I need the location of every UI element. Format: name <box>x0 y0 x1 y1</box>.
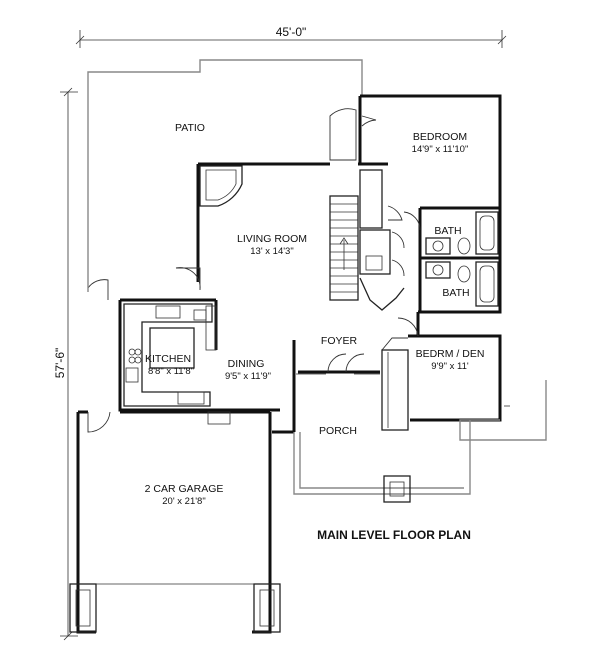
bedroom-walls <box>358 94 502 314</box>
room-label-den: BEDRM / DEN <box>416 348 485 360</box>
dining-foyer-walls <box>272 340 380 434</box>
room-label-kitchen: KITCHEN <box>145 353 191 365</box>
room-size-den: 9'9" x 11' <box>431 361 469 372</box>
room-label-bath-upper: BATH <box>434 225 461 237</box>
room-label-bedroom: BEDROOM <box>413 131 467 143</box>
patio-outline <box>87 59 363 252</box>
room-size-garage: 20' x 21'8" <box>162 496 205 507</box>
room-label-living: LIVING ROOM <box>237 233 307 245</box>
room-label-dining: DINING <box>228 358 265 370</box>
staircase <box>329 195 359 301</box>
depth-dimension-line <box>60 87 78 641</box>
room-label-bath-lower: BATH <box>442 287 469 299</box>
kitchen-counters <box>123 303 217 407</box>
room-size-dining: 9'5" x 11'9" <box>225 371 271 382</box>
den-closet <box>381 349 409 431</box>
patio-door-swing <box>329 108 357 161</box>
fireplace <box>199 165 243 207</box>
room-label-foyer: FOYER <box>321 335 358 347</box>
kitchen-side-door <box>87 279 109 300</box>
porch-column <box>383 475 411 503</box>
garage-step <box>207 411 231 425</box>
bath-fixtures <box>403 211 499 307</box>
room-size-bedroom: 14'9" x 11'10" <box>412 144 469 155</box>
plan-title: MAIN LEVEL FLOOR PLAN <box>317 528 471 542</box>
hall-closets <box>359 169 405 311</box>
side-yard-outline <box>459 380 547 441</box>
room-size-kitchen: 8'8" x 11'8" <box>148 366 194 377</box>
width-dimension-label: 45'-0" <box>276 25 307 39</box>
garage-house-door <box>87 411 111 433</box>
den-walls <box>408 312 502 422</box>
garage-walls <box>76 410 272 634</box>
bath-walls <box>418 206 500 312</box>
width-dimension-line <box>75 30 507 48</box>
room-label-garage: 2 CAR GARAGE <box>145 483 224 495</box>
room-label-porch: PORCH <box>319 425 357 437</box>
room-label-patio: PATIO <box>175 122 205 134</box>
room-size-living: 13' x 14'3" <box>250 246 293 257</box>
pantry-door <box>175 267 201 291</box>
porch-outline <box>293 420 471 495</box>
living-room-walls <box>196 162 388 282</box>
depth-dimension-label: 57'-6" <box>53 348 67 379</box>
foyer-front-door <box>327 353 365 373</box>
den-door <box>397 317 419 337</box>
bedroom-patio-door <box>361 115 377 127</box>
garage-door-piers <box>69 583 281 633</box>
